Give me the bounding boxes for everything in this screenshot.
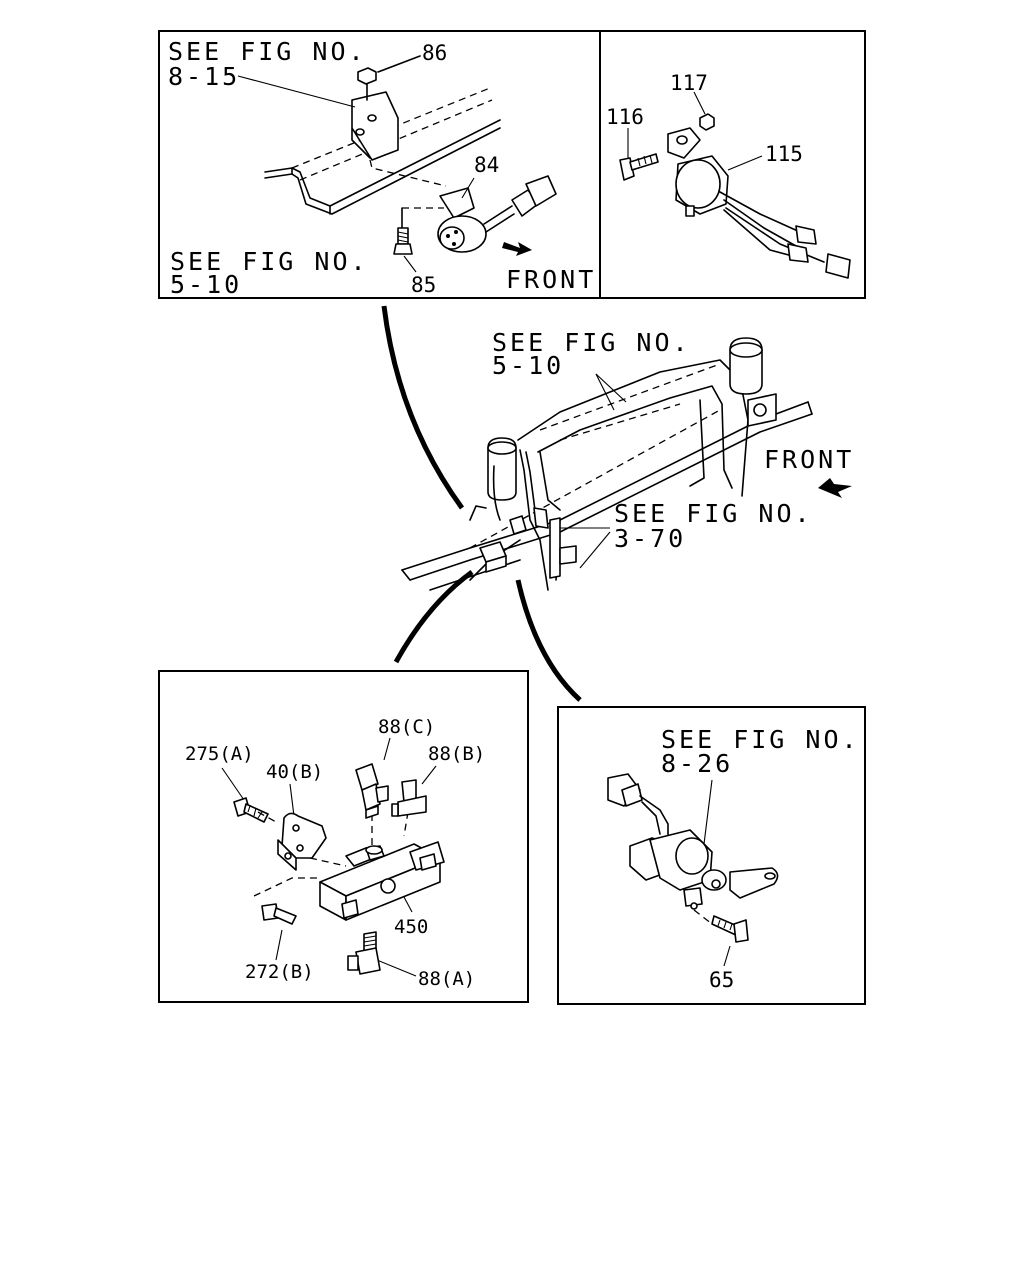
- panel-top-right: 117 116 115: [599, 30, 866, 299]
- see-fig-8-26-line2: 8-26: [661, 749, 733, 778]
- leader-curve-top: [381, 305, 465, 510]
- callout-40b: 40(B): [266, 761, 323, 783]
- front-label-main: FRONT: [764, 445, 854, 474]
- see-fig-5-10-main-line1: SEE FIG NO.: [492, 328, 691, 357]
- panel-bottom-left: 88(C) 275(A) 88(B) 40(B) 450 272(B) 88(A…: [158, 670, 529, 1003]
- see-fig-5-10-main-line2: 5-10: [492, 351, 564, 380]
- see-fig-5-10-line2: 5-10: [170, 270, 242, 299]
- panel-bottom-left-frame: [158, 670, 529, 1003]
- bolt-272b-icon: [261, 903, 297, 925]
- panel-top-right-frame: [599, 30, 866, 299]
- crossmember: [517, 359, 749, 511]
- see-fig-8-15-line1: SEE FIG NO.: [168, 37, 367, 66]
- panel-bottom-right-frame: [557, 706, 866, 1005]
- callout-65: 65: [709, 968, 734, 992]
- switch-84: [437, 175, 557, 253]
- front-arrow-main-icon: [818, 478, 852, 498]
- panel-top-left: SEE FIG NO. 8-15 SEE FIG NO. 5-10 86 84 …: [158, 30, 601, 299]
- switch-115: [667, 127, 851, 279]
- panel-bottom-right: SEE FIG NO. 8-26 65: [557, 706, 866, 1005]
- frame-rail: [264, 87, 501, 215]
- callout-117: 117: [670, 71, 708, 95]
- callout-84: 84: [474, 153, 499, 177]
- bolt-275a-icon: [233, 797, 269, 823]
- switch-bottom-right: [629, 829, 779, 910]
- valve-450: [319, 841, 445, 921]
- main-assembly: SEE FIG NO. 5-10 SEE FIG NO. 3-70 FRONT: [381, 305, 854, 702]
- leader-curve-right: [515, 579, 582, 702]
- reservoir-right: [729, 337, 777, 427]
- callout-88b: 88(B): [428, 743, 485, 765]
- bracket-assembly: [237, 55, 421, 161]
- callout-88a: 88(A): [418, 968, 475, 990]
- see-fig-5-10-line1: SEE FIG NO.: [170, 247, 369, 276]
- fitting-88c-icon: [355, 763, 389, 819]
- switch-connector: [607, 773, 669, 841]
- front-label-top: FRONT: [506, 265, 596, 294]
- valve-3-70: [533, 507, 577, 579]
- bolt-85-icon: [393, 227, 417, 273]
- callout-275a: 275(A): [185, 743, 254, 765]
- callout-85: 85: [411, 273, 436, 297]
- callout-88c: 88(C): [378, 716, 435, 738]
- valve-block-main: [479, 515, 527, 573]
- callout-115: 115: [765, 142, 803, 166]
- nut-117-icon: [699, 113, 715, 131]
- fitting-88a-icon: [347, 931, 381, 975]
- leader-curve-left: [393, 569, 474, 664]
- see-fig-3-70-line2: 3-70: [614, 524, 686, 553]
- bolt-65-icon: [693, 909, 749, 967]
- see-fig-3-70-line1: SEE FIG NO.: [614, 499, 813, 528]
- callout-116: 116: [606, 105, 644, 129]
- nut-86-icon: [357, 67, 377, 85]
- chassis-frame: [401, 401, 813, 591]
- callout-450: 450: [394, 916, 428, 938]
- callout-86: 86: [422, 41, 447, 65]
- cylinder-left: [469, 437, 517, 521]
- bolt-116-icon: [619, 128, 659, 181]
- bracket-40b: [277, 812, 327, 871]
- callout-272b: 272(B): [245, 961, 314, 983]
- front-arrow-top-icon: [502, 242, 532, 256]
- see-fig-8-15-line2: 8-15: [168, 62, 240, 91]
- fitting-88b-icon: [391, 779, 427, 817]
- see-fig-8-26-line1: SEE FIG NO.: [661, 725, 860, 754]
